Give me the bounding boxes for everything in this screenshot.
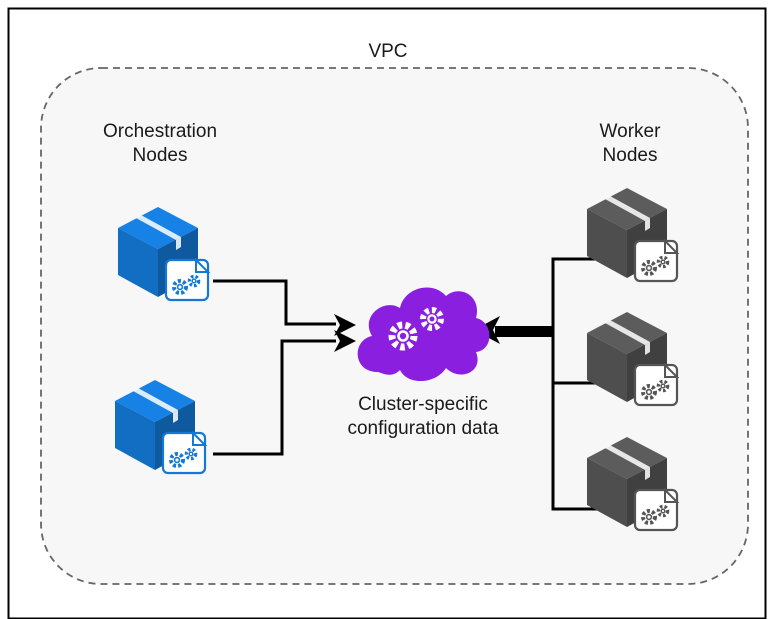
config-label-line1: Cluster-specific — [358, 394, 488, 415]
orchestration-nodes-label: Orchestration Nodes — [80, 120, 240, 168]
cloud-gears-icon — [357, 287, 490, 382]
worker-node-3-icon — [587, 437, 680, 532]
orchestration-label-line2: Nodes — [132, 145, 188, 166]
worker-nodes-label: Worker Nodes — [580, 120, 680, 168]
orchestration-connectors — [213, 279, 336, 456]
config-label-line2: configuration data — [347, 418, 499, 439]
worker-node-1-icon — [587, 188, 680, 283]
orchestration-node-1-icon — [118, 207, 211, 302]
config-data-label: Cluster-specific configuration data — [328, 393, 518, 441]
worker-node-2-icon — [587, 312, 680, 407]
vpc-label: VPC — [368, 41, 408, 62]
orchestration-label-line1: Orchestration — [102, 121, 218, 142]
orchestration-arrowheads — [334, 314, 356, 352]
worker-label-line2: Nodes — [602, 145, 658, 166]
worker-label-line1: Worker — [599, 121, 661, 142]
orchestration-node-2-icon — [115, 380, 208, 475]
